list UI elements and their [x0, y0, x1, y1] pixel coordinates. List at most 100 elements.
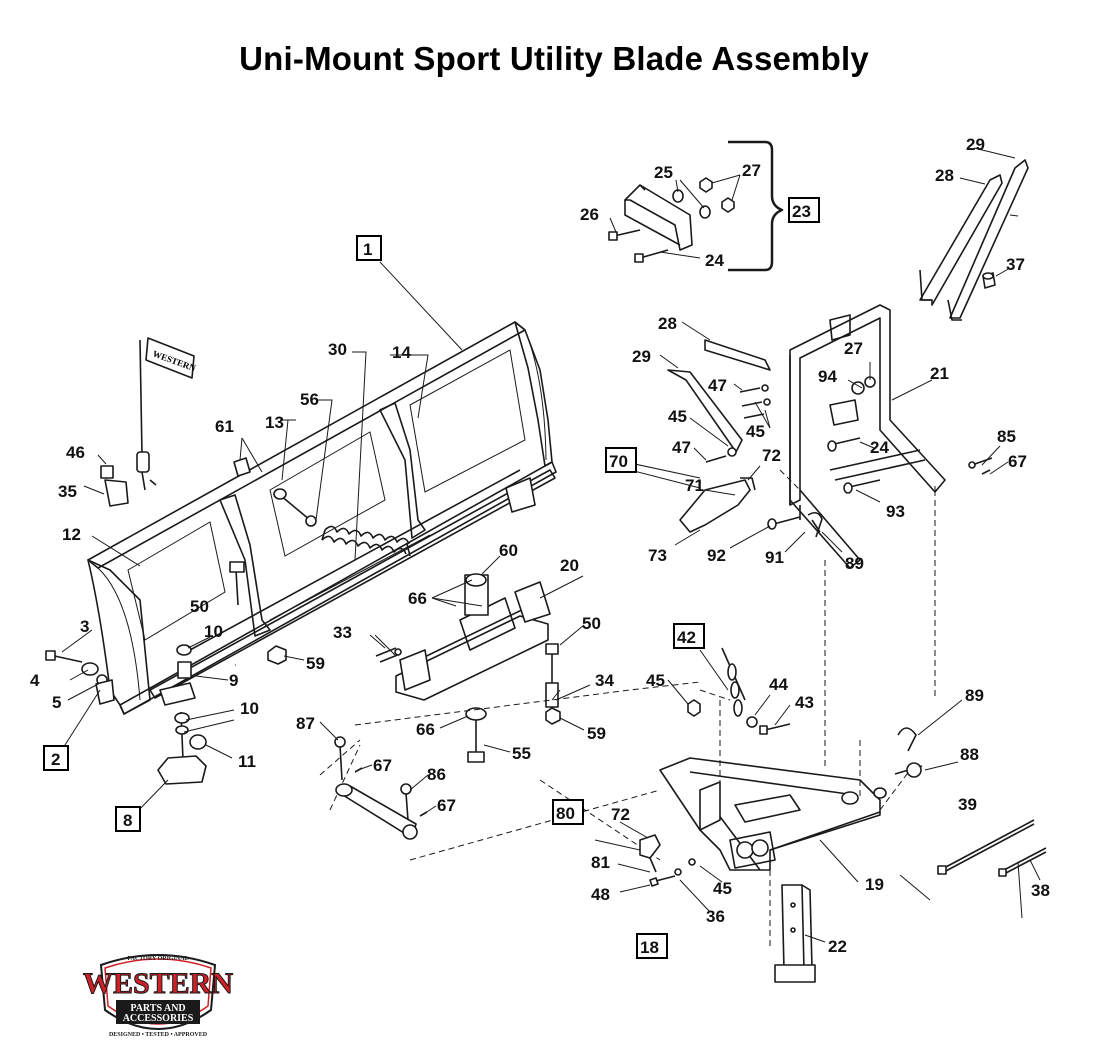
label-60: 60: [499, 541, 518, 560]
label-48: 48: [591, 885, 610, 904]
label-43: 43: [795, 693, 814, 712]
label-46: 46: [66, 443, 85, 462]
label-44: 44: [769, 675, 788, 694]
label-28a: 28: [935, 166, 954, 185]
page-title: Uni-Mount Sport Utility Blade Assembly: [239, 40, 869, 77]
label-55: 55: [512, 744, 531, 763]
label-81: 81: [591, 853, 610, 872]
label-47a: 47: [708, 376, 727, 395]
pin-85: [968, 457, 993, 475]
label-8: 8: [123, 811, 132, 830]
label-67a: 67: [1008, 452, 1027, 471]
label-33: 33: [333, 623, 352, 642]
callout-box-23: [788, 197, 820, 223]
lift-arm: [679, 477, 823, 538]
label-61: 61: [215, 417, 234, 436]
trip-spring: [321, 525, 411, 557]
jack-stand: [774, 884, 816, 983]
callout-box-2: [43, 745, 69, 771]
bracket-kit: [608, 140, 784, 272]
label-11: 11: [238, 752, 256, 771]
label-66a: 66: [408, 589, 427, 608]
label-72b: 72: [611, 805, 630, 824]
part-number-labels: 1 2 8 23 70 42 80 18 3 4 5 9 10 10 11 12…: [30, 135, 1050, 957]
label-13: 13: [265, 413, 284, 432]
label-5: 5: [52, 693, 61, 712]
label-27a: 27: [742, 161, 761, 180]
label-42: 42: [677, 628, 696, 647]
label-88: 88: [960, 745, 979, 764]
label-10b: 10: [240, 699, 259, 718]
label-45d: 45: [713, 879, 732, 898]
label-18: 18: [640, 938, 659, 957]
logo-top-text: FACTORY ORIGINAL: [127, 956, 188, 962]
label-47b: 47: [672, 438, 691, 457]
label-72a: 72: [762, 446, 781, 465]
label-45c: 45: [746, 422, 765, 441]
a-frame-mount: [375, 573, 561, 763]
label-20: 20: [560, 556, 579, 575]
lower-braces: [667, 339, 771, 463]
upper-braces: [919, 159, 1029, 321]
label-45b: 45: [668, 407, 687, 426]
label-87: 87: [296, 714, 315, 733]
label-28b: 28: [658, 314, 677, 333]
logo-bottom-text: DESIGNED • TESTED • APPROVED: [109, 1032, 208, 1038]
callout-box-8: [115, 806, 141, 832]
hinge-pin: [334, 736, 428, 840]
boxed-callouts: [43, 197, 820, 959]
clevis-80: [639, 834, 696, 887]
label-67c: 67: [437, 796, 456, 815]
label-94: 94: [818, 367, 837, 386]
logo-line1-text: PARTS AND: [130, 1003, 185, 1014]
label-10a: 10: [204, 622, 223, 641]
label-85: 85: [997, 427, 1016, 446]
logo-brand-text: WESTERN: [83, 967, 233, 1000]
leader-lines: [57, 147, 1041, 943]
label-30: 30: [328, 340, 347, 359]
label-92: 92: [707, 546, 726, 565]
label-86: 86: [427, 765, 446, 784]
label-26: 26: [580, 205, 599, 224]
label-22: 22: [828, 937, 847, 956]
label-67b: 67: [373, 756, 392, 775]
blade-small-parts: [45, 457, 317, 785]
callout-box-42: [673, 623, 705, 649]
label-14: 14: [392, 343, 411, 362]
label-27b: 27: [844, 339, 863, 358]
callout-box-1: [356, 235, 382, 261]
assembly-guide-lines: [319, 469, 936, 950]
label-39: 39: [958, 795, 977, 814]
label-66b: 66: [416, 720, 435, 739]
label-38: 38: [1031, 881, 1050, 900]
label-1: 1: [363, 240, 372, 259]
label-89b: 89: [845, 554, 864, 573]
label-21: 21: [930, 364, 949, 383]
label-59b: 59: [587, 724, 606, 743]
western-logo: FACTORY ORIGINAL WESTERN PARTS AND ACCES…: [82, 954, 234, 1038]
callout-box-18: [636, 933, 668, 959]
label-23: 23: [792, 202, 811, 221]
label-12: 12: [62, 525, 81, 544]
label-34: 34: [595, 671, 614, 690]
label-45a: 45: [646, 671, 665, 690]
label-56: 56: [300, 390, 319, 409]
blade-assembly: [87, 321, 557, 715]
label-73: 73: [648, 546, 667, 565]
cable-ties: [937, 819, 1047, 877]
label-25: 25: [654, 163, 673, 182]
pin-88: [894, 727, 923, 778]
label-91: 91: [765, 548, 784, 567]
label-29a: 29: [966, 135, 985, 154]
label-2: 2: [51, 750, 60, 769]
safety-chain: [687, 647, 791, 735]
callout-box-80: [552, 799, 584, 825]
label-93: 93: [886, 502, 905, 521]
callout-box-70: [605, 447, 637, 473]
label-9: 9: [229, 671, 238, 690]
label-3: 3: [80, 617, 89, 636]
label-37: 37: [1006, 255, 1025, 274]
label-36: 36: [706, 907, 725, 926]
label-29b: 29: [632, 347, 651, 366]
